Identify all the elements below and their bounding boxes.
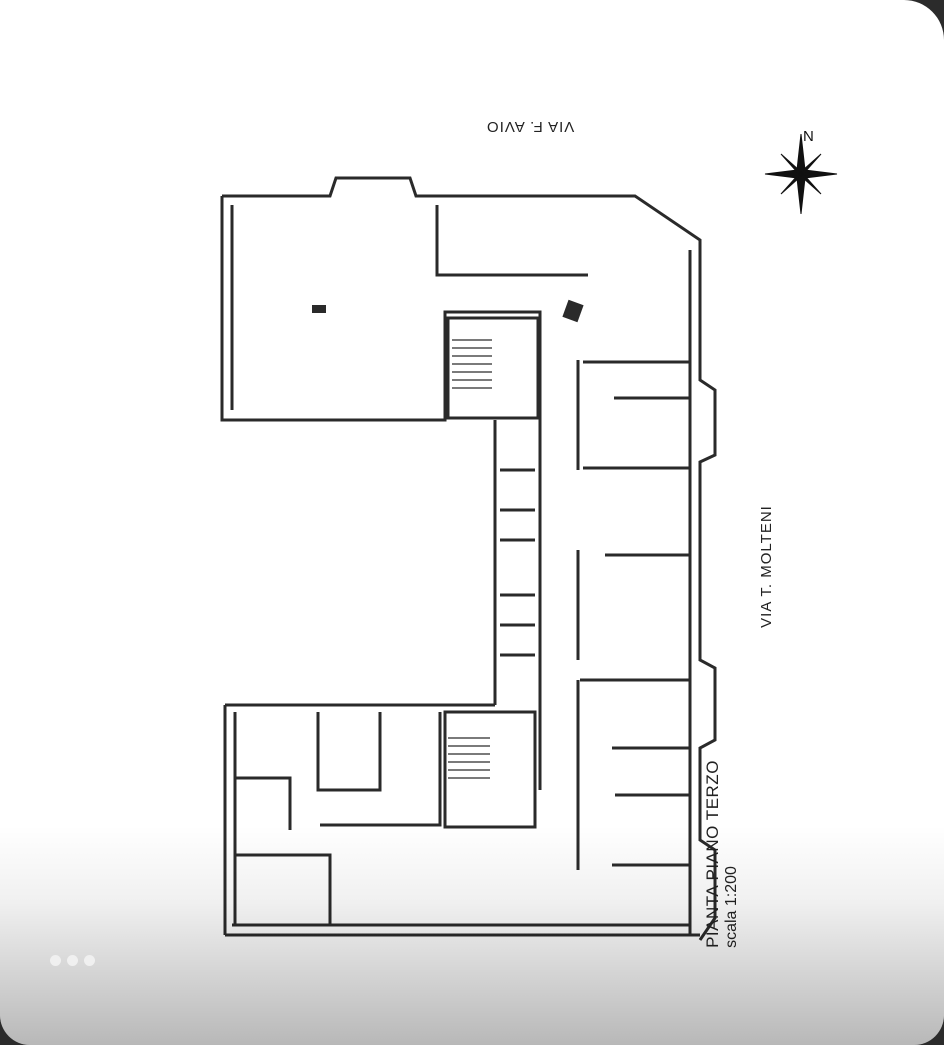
lower-room-wall-4	[320, 712, 442, 827]
dot	[50, 955, 61, 966]
pillar-1	[312, 305, 326, 313]
street-label-right: VIA T. MOLTENI	[757, 505, 775, 628]
stair-north	[446, 316, 540, 420]
north-label: N	[803, 128, 814, 145]
wall-hall-divider	[435, 205, 588, 277]
compass-rose-icon	[764, 133, 838, 215]
wall-north-block	[220, 196, 542, 422]
wc-walls	[500, 468, 535, 657]
stair-treads-south	[448, 737, 490, 779]
plan-scale: scala 1:200	[722, 866, 740, 948]
street-label-top: VIA F. AVIO	[486, 118, 575, 135]
plan-title: PIANTA PIANO TERZO	[702, 760, 722, 948]
stair-treads-north	[452, 339, 492, 389]
wall-north-top	[222, 176, 620, 198]
more-dots-icon[interactable]	[50, 955, 95, 966]
stair-south	[443, 710, 537, 829]
plan-title-block: PIANTA PIANO TERZO scala 1:200	[703, 760, 741, 948]
dot	[67, 955, 78, 966]
dot	[84, 955, 95, 966]
wall-east-outer	[620, 194, 717, 941]
lower-room-wall-1	[235, 776, 292, 830]
lower-room-wall-3	[316, 712, 382, 792]
pillar-2	[562, 299, 584, 323]
lower-room-wall-2	[235, 853, 332, 925]
